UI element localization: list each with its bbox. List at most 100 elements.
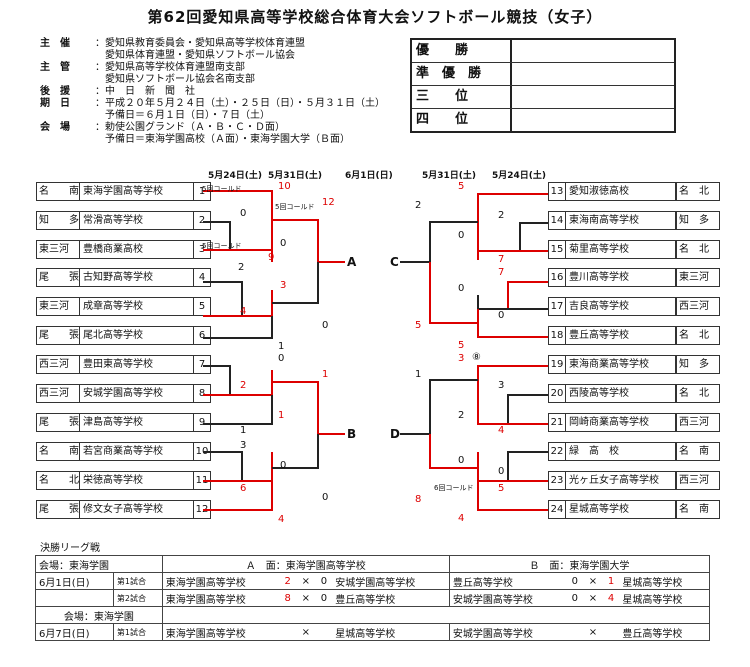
team-name: 東海南高等学校 [566, 212, 676, 229]
info-value: 予備日＝６月１日（日）・７日（土） [95, 110, 270, 121]
bracket-line [519, 222, 548, 250]
score: 0 [240, 208, 247, 219]
team-region: 尾 張 [37, 414, 80, 431]
score: 3 [280, 280, 287, 291]
team-number: 20 [549, 385, 566, 402]
score: 9 [268, 252, 275, 263]
score: 0 [458, 230, 465, 241]
score: 3 [498, 380, 505, 391]
score: 0 [322, 320, 329, 331]
date-label: 6月1日(日) [345, 171, 393, 181]
score: 0 [322, 492, 329, 503]
table-row: 第2試合 東海学園高等学校 8 × 0 豊丘高等学校 安城学園高等学校 0 × … [35, 589, 711, 607]
info-row: 主 管：愛知県高等学校体育連盟南支部 [40, 62, 385, 74]
score: 1 [240, 425, 247, 436]
bracket-lines [203, 190, 548, 511]
info-row: 愛知県体育連盟・愛知県ソフトボール協会 [40, 50, 385, 62]
info-value: ：愛知県高等学校体育連盟南支部 [95, 62, 245, 73]
team-cell: 東海学園高等学校 [161, 623, 280, 641]
info-value: ：勅使公園グランド（Ａ・Ｂ・Ｃ・Ｄ面） [95, 122, 285, 133]
day-cell: 6月1日(日) [35, 572, 114, 590]
team-number: 16 [549, 269, 566, 286]
team-region: 名 北 [676, 241, 719, 258]
team-number: 22 [549, 443, 566, 460]
score: 1 [278, 410, 285, 421]
team-name: 修文女子高等学校 [80, 501, 194, 518]
bracket-line [203, 370, 273, 396]
score: 12 [322, 197, 335, 208]
team-region: 名 北 [676, 385, 719, 402]
versus-cell: × [296, 623, 316, 641]
result-label: 優 勝 [412, 40, 512, 62]
team-cell: 星城高等学校 [332, 623, 450, 641]
team-region: 西三河 [37, 356, 80, 373]
score: 1 [415, 369, 422, 380]
page-title: 第62回愛知県高等学校総合体育大会ソフトボール競技（女子） [147, 8, 603, 26]
score: 5 [458, 181, 465, 192]
score-cell: 0 [315, 572, 333, 590]
bracket-line [272, 434, 319, 469]
team-number: 24 [549, 501, 566, 518]
result-row-3rd: 三 位 [412, 86, 674, 109]
bracket-line [203, 221, 231, 249]
team-region: 名 南 [37, 443, 80, 460]
score: 0 [278, 353, 285, 364]
court-a-header: Ａ 面：東海学園高等学校 [161, 555, 450, 573]
team-name: 菊里高等学校 [566, 241, 676, 258]
team-name: 若宮商業高等学校 [80, 443, 194, 460]
team-region: 西三河 [676, 298, 719, 315]
team-region: 尾 張 [37, 501, 80, 518]
score: 2 [238, 262, 245, 273]
bracket-line [203, 290, 273, 317]
bracket-line [429, 262, 478, 324]
team-number: 10 [195, 446, 209, 457]
team-name: 愛知淑徳高校 [566, 183, 676, 200]
team-region: 名 北 [676, 327, 719, 344]
result-label: 準 優 勝 [412, 63, 512, 85]
game-cell: 第1試合 [112, 623, 163, 641]
date-label: 5月24日(土) [208, 171, 263, 181]
bracket-line [477, 193, 548, 260]
team-number: 8 [198, 388, 206, 399]
team-number: 2 [198, 215, 206, 226]
team-name: 安城学園高等学校 [80, 385, 194, 402]
versus-cell: × [296, 572, 316, 590]
team-cell: 豊丘高等学校 [619, 623, 711, 641]
bracket-line [507, 394, 548, 424]
team-number: 7 [198, 359, 206, 370]
called-game-note: 5回コールド [275, 203, 315, 211]
called-game-note: 5回コールド [202, 185, 242, 193]
info-key: 期 日 [40, 98, 70, 109]
team-name: 吉良高等学校 [566, 298, 676, 315]
score: 0 [498, 466, 505, 477]
score-cell: 0 [566, 572, 584, 590]
score: 3 [458, 353, 465, 364]
team-cell: 豊丘高等学校 [332, 589, 450, 607]
score: 0 [458, 455, 465, 466]
team-region: 西三河 [676, 414, 719, 431]
score: 2 [240, 380, 247, 391]
bracket-line [203, 190, 273, 262]
score: 7 [498, 254, 505, 265]
team-number: 14 [549, 212, 566, 229]
score-cell: 2 [279, 572, 297, 590]
score: 4 [240, 306, 247, 317]
team-number: 21 [549, 414, 566, 431]
bracket-label-d: D [390, 427, 400, 441]
team-name: 東海商業高等学校 [566, 356, 676, 373]
score: 7 [498, 267, 505, 278]
called-game-note: 6回コールド [434, 484, 474, 492]
team-region: 尾 張 [37, 269, 80, 286]
bracket-line [203, 281, 243, 316]
team-name: 星城高等学校 [566, 501, 676, 518]
bracket-line [203, 365, 231, 395]
bracket-line [400, 221, 478, 263]
